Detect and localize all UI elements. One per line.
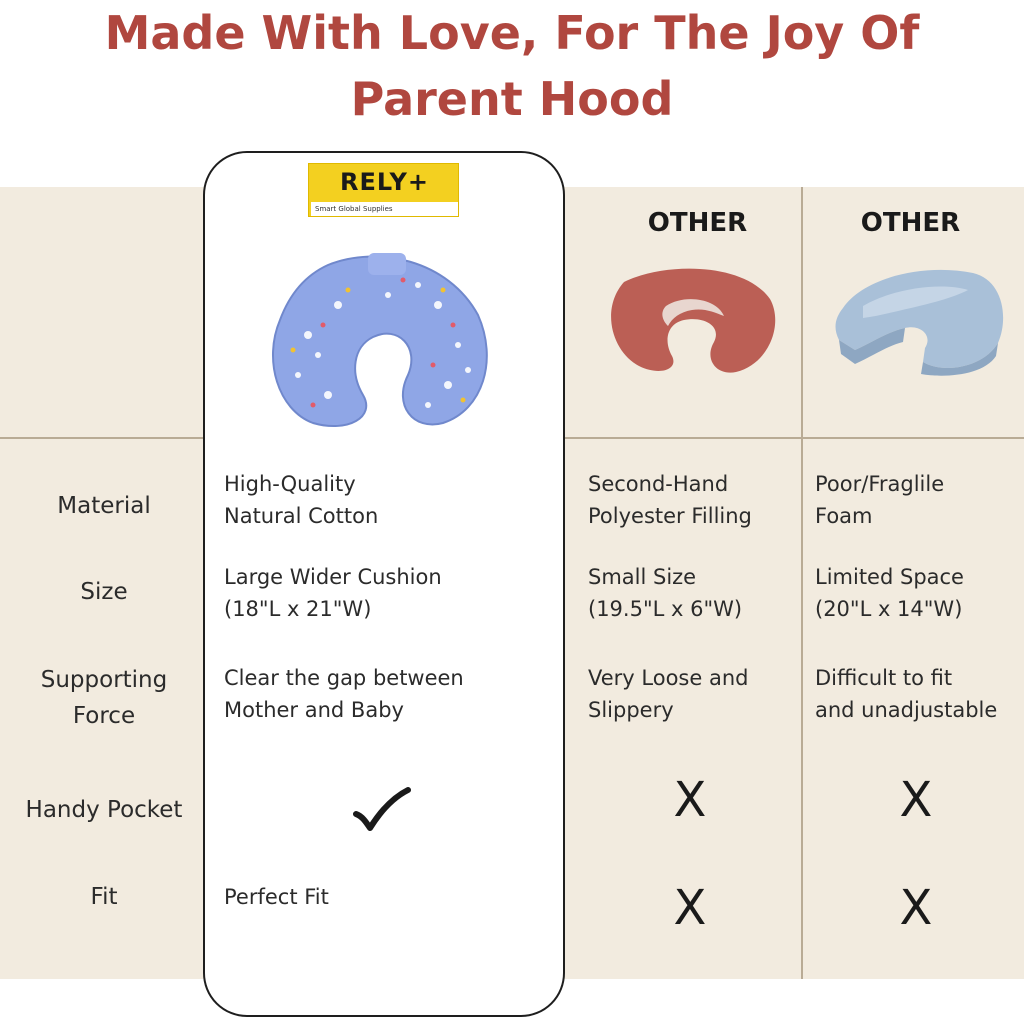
other1-size-line-2: (19.5"L x 6"W) xyxy=(588,597,743,621)
other1-pocket-cross-icon: X xyxy=(673,772,707,828)
column-header-other-1: OTHER xyxy=(647,208,748,238)
rely-material-line-2: Natural Cotton xyxy=(224,504,379,528)
other2-size-line-1: Limited Space xyxy=(815,565,964,589)
other1-material-line-2: Polyester Filling xyxy=(588,504,752,528)
rely-fit: Perfect Fit xyxy=(224,885,329,909)
nursing-pillow-icon xyxy=(272,253,488,428)
row-label-fit: Fit xyxy=(90,884,118,910)
column-divider xyxy=(801,187,803,979)
column-header-other-2: OTHER xyxy=(860,208,961,238)
other1-material: Second-Hand Polyester Filling xyxy=(588,468,752,532)
rely-supporting-line-1: Clear the gap between xyxy=(224,666,464,690)
row-label-supporting-line-2: Force xyxy=(72,703,136,729)
other2-fit-cross-icon: X xyxy=(899,880,933,936)
other1-material-line-1: Second-Hand xyxy=(588,472,729,496)
nursing-pillow-icon xyxy=(611,268,776,373)
row-label-supporting-force: Supporting Force xyxy=(0,662,208,734)
other1-supporting: Very Loose and Slippery xyxy=(588,662,748,726)
other1-size-line-1: Small Size xyxy=(588,565,697,589)
logo-brand: RELY+ xyxy=(340,168,429,196)
rely-size-line-1: Large Wider Cushion xyxy=(224,565,442,589)
other2-size: Limited Space (20"L x 14"W) xyxy=(815,561,964,625)
rely-logo: RELY+ Smart Global Supplies xyxy=(308,163,459,217)
rely-supporting-line-2: Mother and Baby xyxy=(224,698,404,722)
row-label-supporting-line-1: Supporting xyxy=(40,667,168,693)
rely-supporting: Clear the gap between Mother and Baby xyxy=(224,662,464,726)
other1-size: Small Size (19.5"L x 6"W) xyxy=(588,561,742,625)
rely-material-line-1: High-Quality xyxy=(224,472,356,496)
other2-pocket-cross-icon: X xyxy=(899,772,933,828)
other2-material-line-2: Foam xyxy=(815,504,873,528)
other1-supporting-line-2: Slippery xyxy=(588,698,674,722)
rely-size: Large Wider Cushion (18"L x 21"W) xyxy=(224,561,442,625)
row-label-handy-pocket: Handy Pocket xyxy=(25,797,183,823)
other2-material-line-1: Poor/Fraglile xyxy=(815,472,945,496)
other1-supporting-line-1: Very Loose and xyxy=(588,666,749,690)
other2-supporting: Difficult to fit and unadjustable xyxy=(815,662,997,726)
checkmark-icon xyxy=(353,787,411,831)
headline-line-2: Parent Hood xyxy=(350,72,674,126)
foam-pillow-icon xyxy=(835,269,1004,376)
other1-fit-cross-icon: X xyxy=(673,880,707,936)
other2-material: Poor/Fraglile Foam xyxy=(815,468,944,532)
other2-size-line-2: (20"L x 14"W) xyxy=(815,597,963,621)
row-label-size: Size xyxy=(80,579,128,605)
rely-material: High-Quality Natural Cotton xyxy=(224,468,378,532)
other2-supporting-line-2: and unadjustable xyxy=(815,698,998,722)
other2-supporting-line-1: Difficult to fit xyxy=(815,666,953,690)
logo-tagline: Smart Global Supplies xyxy=(311,202,458,216)
headline-line-1: Made With Love, For The Joy Of xyxy=(104,6,920,60)
rely-size-line-2: (18"L x 21"W) xyxy=(224,597,372,621)
headline: Made With Love, For The Joy Of Parent Ho… xyxy=(0,0,1024,132)
row-label-material: Material xyxy=(57,493,151,519)
